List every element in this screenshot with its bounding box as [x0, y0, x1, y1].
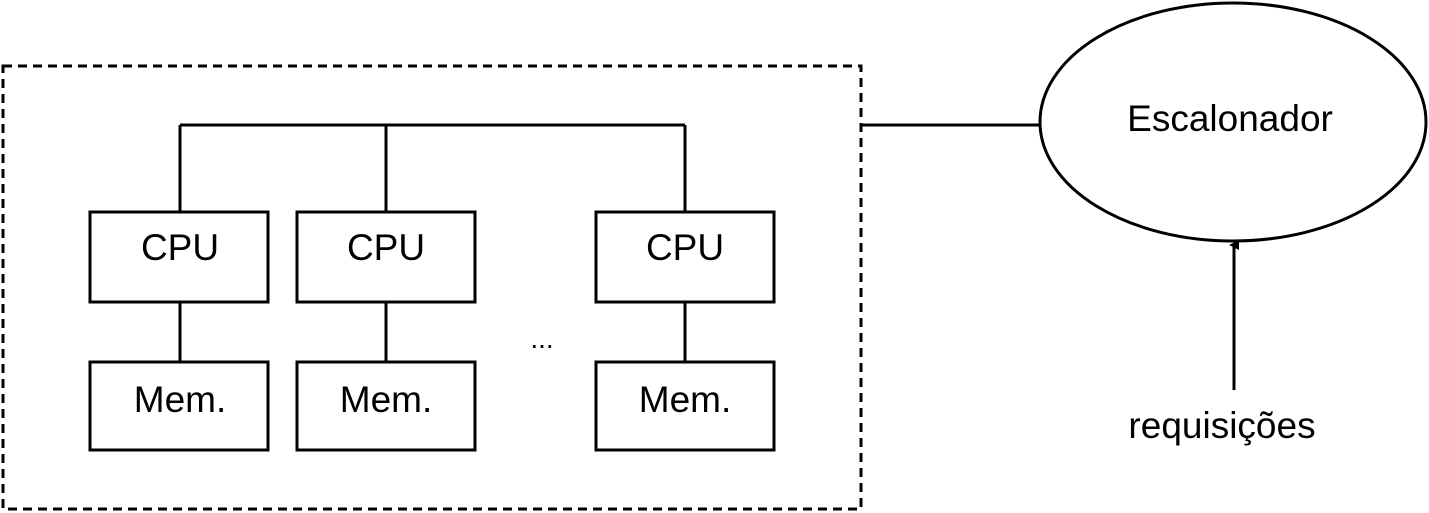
scheduler-node: Escalonador	[1038, 1, 1428, 243]
memory-label: Mem.	[134, 379, 227, 420]
cpu-memory-links	[178, 302, 687, 362]
interconnect-bus	[178, 123, 687, 212]
memory-label: Mem.	[340, 379, 433, 420]
cpu-label: CPU	[347, 227, 425, 268]
cpu-label: CPU	[141, 227, 219, 268]
cpu-box-2: CPU	[295, 210, 477, 304]
ellipsis-label: ...	[530, 323, 553, 354]
memory-box-2: Mem.	[295, 360, 477, 452]
memory-box-1: Mem.	[88, 360, 270, 452]
cpu-label: CPU	[646, 227, 724, 268]
cpu-box-1: CPU	[88, 210, 270, 304]
memory-box-3: Mem.	[594, 360, 776, 452]
cluster-boundary	[1, 64, 863, 511]
memory-label: Mem.	[639, 379, 732, 420]
requests-label: requisições	[1128, 405, 1315, 446]
scheduler-label: Escalonador	[1127, 98, 1333, 139]
cpu-box-3: CPU	[594, 210, 776, 304]
